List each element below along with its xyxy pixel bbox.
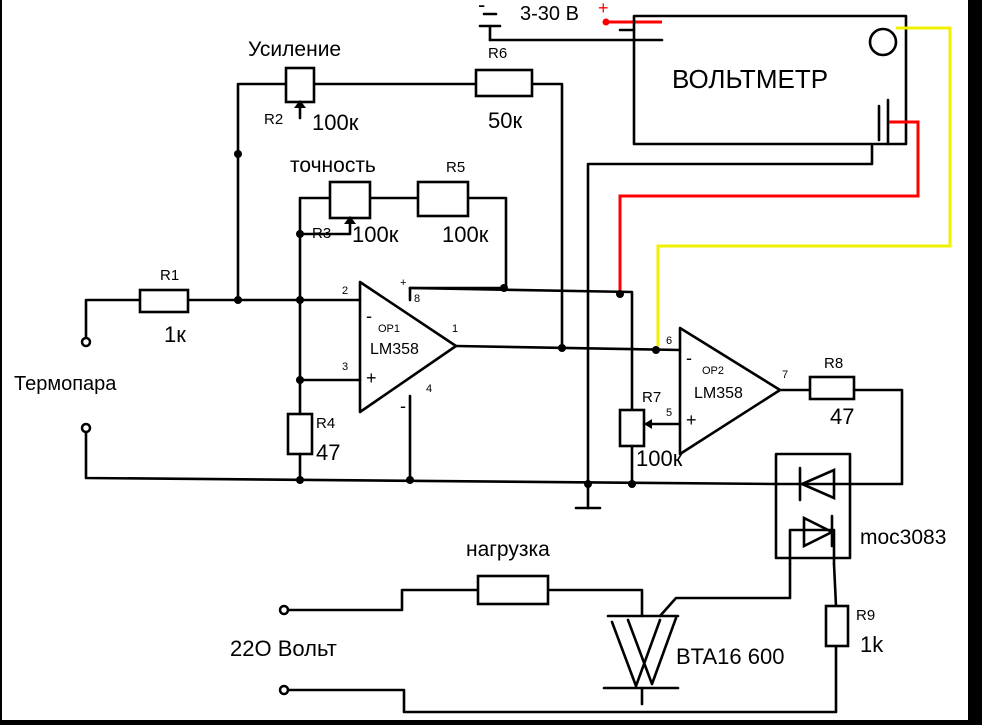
opamp-op1[interactable]: - + OP1 LM358 2 3 1 8 4 + -	[342, 277, 458, 482]
supply-minus-label: -	[478, 0, 485, 17]
r2-name: R2	[264, 111, 283, 128]
r5-name: R5	[446, 159, 465, 176]
power-supply-terminal: - 3-30 В +	[478, 0, 664, 42]
voltmeter-label: ВОЛЬТМЕТР	[672, 64, 828, 94]
supply-voltage-label: 3-30 В	[520, 3, 579, 25]
resistor-r1[interactable]	[138, 288, 190, 314]
r1-value: 1к	[164, 322, 186, 347]
r8-name: R8	[824, 355, 843, 372]
r8-value: 47	[830, 404, 854, 429]
r5-value: 100к	[442, 222, 489, 247]
photo-triac-icon	[802, 515, 835, 549]
r4-name: R4	[316, 415, 335, 432]
r7-wiper-arrow-icon	[644, 419, 652, 429]
load-resistor[interactable]	[476, 574, 550, 606]
r9-name: R9	[856, 607, 875, 624]
thermocouple-label: Термопара	[14, 373, 117, 395]
r3-wiper-arrow-icon	[344, 216, 356, 224]
op1-pin8: 8	[414, 293, 420, 305]
resistor-r5[interactable]	[416, 180, 470, 218]
r7-name: R7	[642, 389, 661, 406]
r3-name: R3	[312, 225, 331, 242]
voltmeter-block: ВОЛЬТМЕТР	[618, 14, 908, 146]
optocoupler-label: moc3083	[860, 526, 946, 549]
r6-name: R6	[488, 45, 507, 62]
triac-bta16[interactable]: BTA16 600	[602, 562, 792, 706]
red-wire	[618, 120, 920, 294]
ground-symbol-icon	[574, 486, 602, 510]
voltmeter-indicator-icon	[868, 27, 898, 57]
r1-name: R1	[160, 267, 179, 284]
resistor-r9[interactable]	[824, 604, 850, 648]
thermocouple-terminal-1[interactable]	[80, 336, 92, 348]
op1-pin2: 2	[342, 285, 348, 297]
yellow-wire	[656, 26, 952, 346]
op1-vplus: +	[400, 277, 406, 289]
r7-value: 100к	[636, 446, 683, 471]
r2-value: 100к	[312, 110, 359, 135]
resistor-r6[interactable]	[474, 68, 534, 98]
led-icon	[798, 468, 836, 500]
r6-value: 50к	[488, 108, 522, 133]
op1-pin4: 4	[426, 383, 432, 395]
op1-model: LM358	[370, 341, 419, 358]
r9-value: 1k	[860, 632, 884, 657]
resistor-r3[interactable]	[328, 180, 372, 220]
voltmeter-ground-wire	[586, 144, 874, 490]
op2-pin5: 5	[666, 407, 672, 419]
resistor-r2[interactable]	[284, 66, 316, 104]
voltmeter-body	[632, 14, 908, 146]
r4-value: 47	[316, 440, 340, 465]
op2-plus-label: +	[686, 410, 697, 430]
opamp-op2[interactable]: - + OP2 LM358 6 5 7	[666, 326, 788, 456]
op1-id: OP1	[378, 323, 400, 335]
resistor-r4[interactable]	[286, 412, 314, 456]
gain-label: Усиление	[248, 38, 341, 61]
op2-id: OP2	[702, 365, 724, 377]
op1-plus-label: +	[366, 368, 377, 388]
mains-label: 22O Вольт	[230, 636, 337, 661]
junction-dots	[234, 150, 660, 488]
supply-plus-label: +	[598, 0, 609, 18]
triac-label: BTA16 600	[676, 644, 784, 669]
r2-wiper-arrow-icon	[294, 100, 306, 108]
resistor-r8[interactable]	[808, 375, 856, 401]
op1-pin1: 1	[452, 323, 458, 335]
op2-pin7: 7	[782, 369, 788, 381]
optocoupler-moc3083[interactable]: moc3083	[774, 452, 946, 566]
op1-minus-label: -	[366, 306, 372, 326]
op1-vminus: -	[400, 396, 406, 416]
resistor-r7[interactable]	[618, 408, 646, 448]
op2-pin6: 6	[666, 335, 672, 347]
op2-minus-label: -	[686, 348, 692, 368]
op1-pin3: 3	[342, 361, 348, 373]
r3-value: 100к	[352, 222, 399, 247]
accuracy-label: точность	[290, 154, 376, 177]
load-label: нагрузка	[466, 538, 550, 561]
op2-model: LM358	[694, 385, 743, 402]
